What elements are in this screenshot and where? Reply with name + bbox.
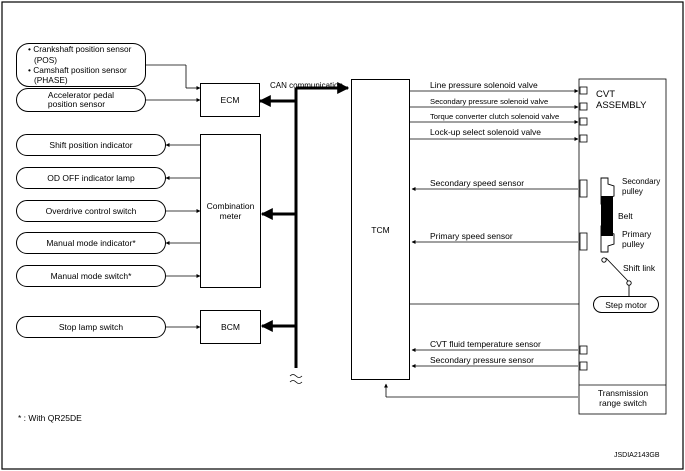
shift-link-shape	[605, 257, 629, 282]
primary-pulley-label-1: Primary	[622, 229, 652, 239]
cvt-title-1: CVT	[596, 89, 615, 100]
accelerator-sensor-pill: Accelerator pedal position sensor	[16, 88, 146, 112]
crank-sensor-label: • Crankshaft position sensor	[28, 44, 132, 55]
secondary-pulley-label-1: Secondary	[622, 177, 661, 186]
shift-position-indicator-pill: Shift position indicator	[16, 134, 166, 156]
secondary-pulley-label: Secondary pulley	[622, 177, 660, 196]
tcm-label: TCM	[371, 224, 390, 235]
line-pressure-valve-label: Line pressure solenoid valve	[430, 80, 538, 90]
figure-id: JSDIA2143GB	[614, 452, 660, 459]
crank-cam-sensor-text: • Crankshaft position sensor (POS) • Cam…	[28, 44, 131, 85]
od-off-lamp-pill: OD OFF indicator lamp	[16, 167, 166, 189]
accelerator-sensor-text: Accelerator pedal position sensor	[47, 89, 115, 110]
cvt-title-2: ASSEMBLY	[596, 100, 647, 111]
torque-converter-valve-label: Torque converter clutch solenoid valve	[430, 112, 560, 121]
connector-primary-speed	[579, 232, 588, 251]
primary-pulley-label-2: pulley	[622, 238, 645, 249]
tcm-box: TCM	[351, 79, 410, 380]
can-communication-label: CAN communication	[270, 81, 343, 90]
cvt-assembly-box	[578, 78, 667, 415]
secondary-pressure-valve-label: Secondary pressure solenoid valve	[430, 97, 549, 106]
primary-speed-sensor-label: Primary speed sensor	[430, 231, 513, 241]
accel-label-2: position sensor	[47, 99, 106, 109]
belt-label: Belt	[618, 211, 633, 221]
crank-sensor-pos-label: (POS)	[34, 54, 58, 65]
shift-link-label: Shift link	[623, 263, 656, 273]
connector-torque-converter	[579, 117, 588, 126]
secondary-pressure-sensor-label: Secondary pressure sensor	[430, 355, 534, 365]
manual-mode-indicator-label: Manual mode indicator*	[46, 238, 136, 248]
secondary-speed-sensor-label: Secondary speed sensor	[430, 178, 525, 188]
footnote: * : With QR25DE	[18, 413, 82, 423]
overdrive-switch-label: Overdrive control switch	[45, 206, 137, 216]
od-off-lamp-label: OD OFF indicator lamp	[47, 173, 135, 183]
bcm-label: BCM	[221, 322, 240, 332]
shift-link-pivot	[601, 257, 607, 263]
can-break-mark	[289, 374, 303, 384]
stop-lamp-switch-label: Stop lamp switch	[58, 322, 124, 332]
lockup-select-valve-label: Lock-up select solenoid valve	[430, 127, 542, 137]
range-switch-label-2: range switch	[599, 397, 647, 408]
accel-label-1: Accelerator pedal	[47, 89, 115, 100]
combination-meter-label-2: meter	[219, 211, 242, 221]
shift-link-end	[626, 280, 632, 286]
connector-secondary-speed	[579, 179, 588, 198]
crank-cam-sensor-pill: • Crankshaft position sensor (POS) • Cam…	[16, 43, 146, 87]
connector-lockup-select	[579, 134, 588, 143]
combination-meter-box: Combination meter	[200, 134, 261, 288]
cam-sensor-label: • Camshaft position sensor	[28, 65, 127, 75]
cam-sensor-phase-label: (PHASE)	[34, 75, 68, 86]
cvt-assembly-title: CVT ASSEMBLY	[596, 89, 647, 111]
manual-mode-indicator-pill: Manual mode indicator*	[16, 232, 166, 254]
connector-secondary-pressure	[579, 102, 588, 111]
combination-meter-label-1: Combination	[206, 201, 255, 211]
range-switch-label-1: Transmission	[597, 388, 649, 398]
stop-lamp-switch-pill: Stop lamp switch	[16, 316, 166, 338]
step-motor-pill: Step motor	[593, 296, 659, 313]
combination-meter-text: Combination meter	[207, 201, 255, 221]
belt-shape	[601, 196, 613, 236]
connector-fluid-temp	[579, 345, 588, 355]
shift-position-indicator-label: Shift position indicator	[49, 140, 133, 150]
bcm-box: BCM	[200, 310, 261, 344]
connector-line-pressure	[579, 86, 588, 95]
range-switch-label: Transmission range switch	[580, 388, 666, 408]
primary-pulley-label: Primary pulley	[622, 229, 652, 249]
manual-mode-switch-pill: Manual mode switch*	[16, 265, 166, 287]
step-motor-label: Step motor	[605, 299, 647, 310]
overdrive-switch-pill: Overdrive control switch	[16, 200, 166, 222]
ecm-label: ECM	[220, 95, 240, 105]
cvt-fluid-temp-sensor-label: CVT fluid temperature sensor	[430, 339, 541, 349]
ecm-box: ECM	[200, 83, 260, 117]
secondary-pulley-label-2: pulley	[622, 186, 643, 196]
connector-pressure-sensor	[579, 361, 588, 371]
manual-mode-switch-label: Manual mode switch*	[50, 271, 132, 281]
